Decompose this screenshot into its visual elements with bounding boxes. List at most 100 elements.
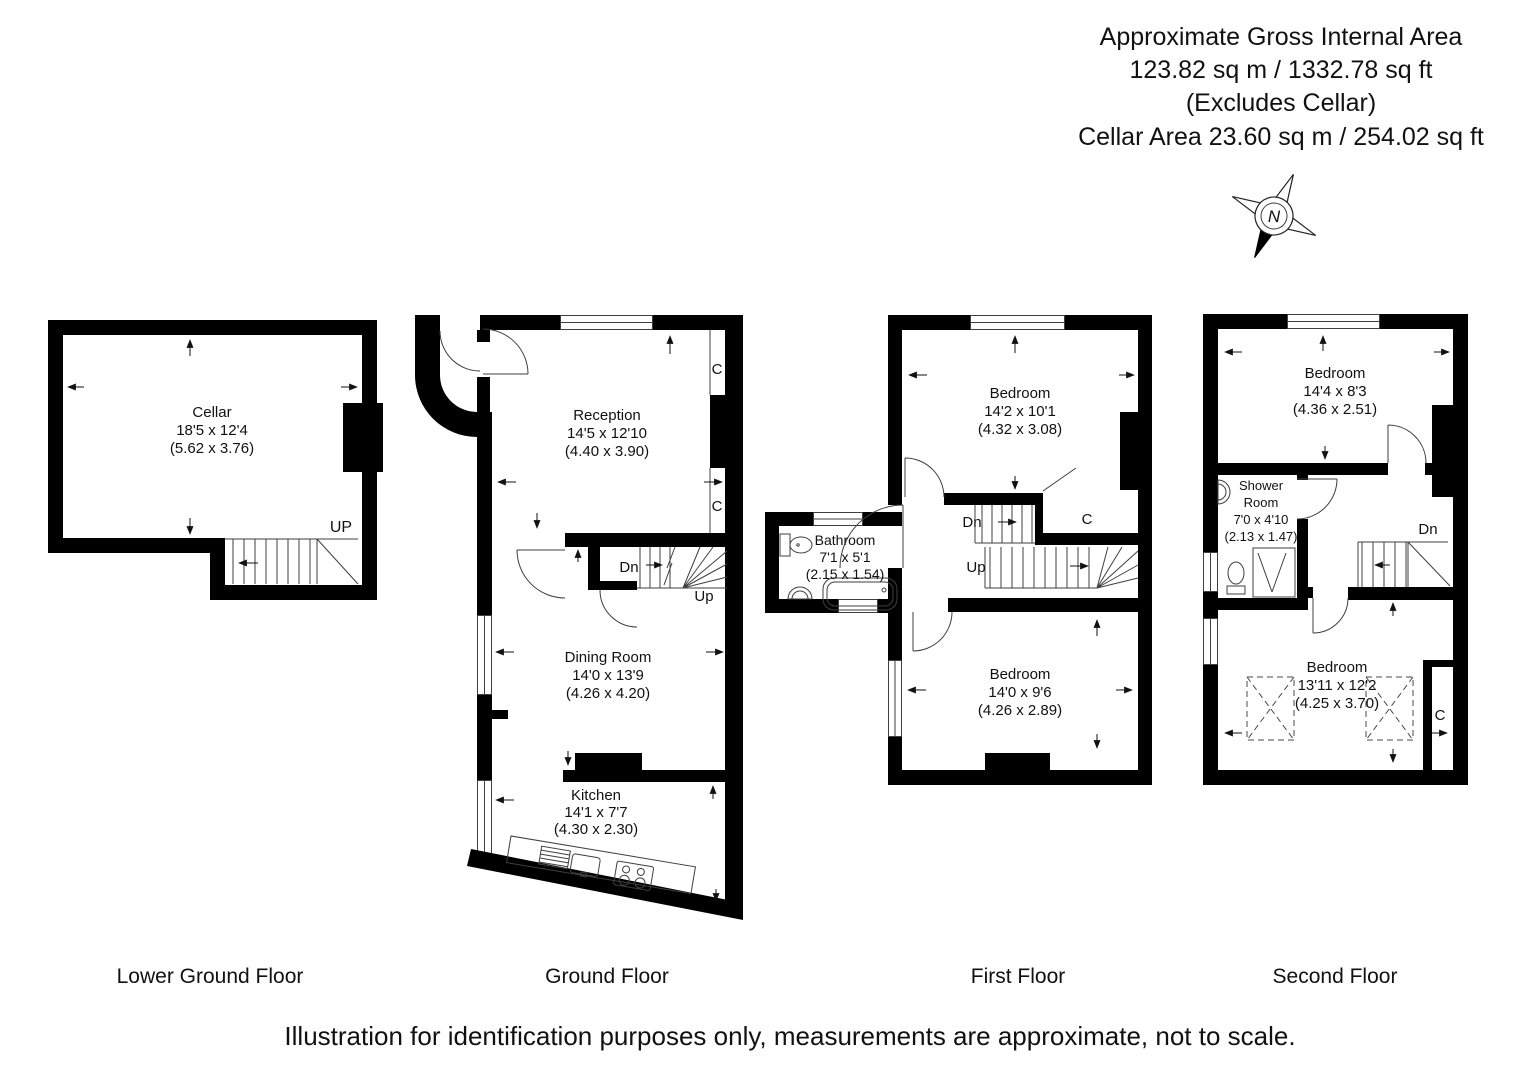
compass-icon: N <box>1231 173 1317 258</box>
cellar-stairs-up-label: UP <box>330 519 352 536</box>
floor-plan-second: Bedroom 14'4 x 8'3 (4.36 x 2.51) Shower … <box>1203 314 1468 785</box>
ff-chimney-breast-bottom <box>985 753 1050 770</box>
caption-ground: Ground Floor <box>545 965 669 988</box>
sf-stairs-dn <box>1357 541 1451 587</box>
sf-bedroom-back-door <box>1312 597 1349 634</box>
ff-bathtub-inner <box>826 581 894 607</box>
caption-first: First Floor <box>971 965 1066 988</box>
ff-wall-top-a <box>888 315 970 330</box>
sf-wall-right <box>1453 314 1468 785</box>
sf-landing-wall-stub <box>1297 587 1313 598</box>
ff-bedroom-back-metric: (4.26 x 2.89) <box>978 702 1062 719</box>
ff-bathroom-wall-bottom-a <box>765 599 838 613</box>
header-cellar-area: Cellar Area 23.60 sq m / 254.02 sq ft <box>1078 123 1484 151</box>
gf-divider-dining-kitchen <box>563 770 727 782</box>
gf-stairs <box>637 546 728 589</box>
ff-toilet-detail <box>796 543 800 547</box>
sf-toilet-bowl <box>1227 561 1245 585</box>
sf-closet-label: C <box>1435 707 1446 724</box>
gf-wall-bottom-slanted <box>467 849 743 920</box>
ff-bedroom-front-name: Bedroom <box>990 385 1051 402</box>
sf-restricted-height-x-1 <box>1246 676 1295 741</box>
ff-divider-bedroom <box>944 493 1043 505</box>
cellar-wall-bottom <box>48 538 225 553</box>
ff-closet-wall-left <box>1035 493 1043 545</box>
ff-bathroom-metric: (2.15 x 1.54) <box>806 566 885 582</box>
hob-burner-1 <box>622 865 631 874</box>
sf-closet-wall-top <box>1423 660 1453 667</box>
sf-divider-a <box>1203 463 1388 475</box>
ff-bedroom-front-door <box>904 457 945 498</box>
sf-restricted-height-box-2 <box>1365 676 1414 741</box>
sf-basin <box>1217 479 1231 505</box>
cellar-stair-wall-left <box>210 538 225 600</box>
sf-bedroom-back-metric: (4.25 x 3.70) <box>1295 695 1379 712</box>
sf-restricted-height-box-1 <box>1246 676 1295 741</box>
sf-bedroom-front-metric: (4.36 x 2.51) <box>1293 401 1377 418</box>
gf-stairs-dn-label: Dn <box>619 559 638 576</box>
gf-porch-inner-wall-a <box>477 330 490 342</box>
cellar-chimney-breast <box>343 403 383 472</box>
dining-dims-metric: (4.26 x 4.20) <box>566 685 650 702</box>
ff-bedroom-back-imperial: 14'0 x 9'6 <box>988 684 1051 701</box>
sf-bedroom-front-imperial: 14'4 x 8'3 <box>1303 383 1366 400</box>
hob-burner-2 <box>636 867 645 876</box>
ff-stairs-up-label: Up <box>966 559 985 576</box>
sf-chimney-breast-right <box>1432 405 1453 497</box>
ff-bedroom-back-name: Bedroom <box>990 666 1051 683</box>
caption-lower-ground: Lower Ground Floor <box>117 965 304 988</box>
header-area-summary: Approximate Gross Internal Area 123.82 s… <box>1078 23 1484 151</box>
kitchen-tap <box>579 871 588 878</box>
sf-stairs-dn-label: Dn <box>1418 521 1437 538</box>
gf-dining-chimney-breast <box>575 753 642 770</box>
ff-bathtub <box>822 577 898 611</box>
header-area-total: 123.82 sq m / 1332.78 sq ft <box>1130 56 1433 84</box>
gf-porch-curved-wall <box>415 375 477 437</box>
gf-kitchen-counter <box>505 835 697 895</box>
reception-dims-imperial: 14'5 x 12'10 <box>567 425 647 442</box>
sf-bedroom-front-door <box>1387 424 1427 464</box>
sf-divider-b <box>1425 463 1453 475</box>
ff-hall-wall-bottom <box>948 598 1152 612</box>
ff-closet-door-line <box>1042 467 1077 492</box>
cellar-stairs <box>225 538 359 585</box>
sf-shower-metric: (2.13 x 1.47) <box>1225 529 1298 544</box>
ff-wall-left-a <box>888 613 902 660</box>
header-title: Approximate Gross Internal Area <box>1100 23 1463 51</box>
floor-plan-lower-ground: Cellar 18'5 x 12'4 (5.62 x 3.76) UP <box>48 320 383 600</box>
hob-burner-4 <box>634 877 646 889</box>
gf-porch-wall <box>415 315 440 375</box>
ff-toilet-cistern <box>779 533 791 557</box>
gf-wall-top-b <box>653 315 743 330</box>
sf-closet-wall <box>1423 660 1432 770</box>
reception-name: Reception <box>573 407 641 424</box>
sf-shower-wall-bottom <box>1218 598 1308 610</box>
kitchen-drainer <box>538 845 571 870</box>
ff-toilet-bowl <box>789 536 813 554</box>
gf-wall-left-b <box>477 695 492 780</box>
cellar-stair-wall-bottom <box>210 585 377 600</box>
sf-bedroom-front-name: Bedroom <box>1305 365 1366 382</box>
cellar-name: Cellar <box>192 404 231 421</box>
caption-second: Second Floor <box>1273 965 1398 988</box>
ff-bathroom-wall-left <box>765 512 779 613</box>
kitchen-dims-metric: (4.30 x 2.30) <box>554 821 638 838</box>
compass-inner-circle <box>1260 202 1288 230</box>
ff-closet-wall-bottom <box>1035 533 1152 545</box>
kitchen-sink <box>569 853 601 877</box>
sf-wall-left-mid <box>1203 592 1218 618</box>
kitchen-drainer-lines <box>539 849 570 868</box>
ff-bedroom-back-door <box>912 611 953 652</box>
gf-reception-door <box>482 328 529 375</box>
gf-dining-door <box>516 549 566 599</box>
ff-closet-label: C <box>1082 511 1093 528</box>
sf-wall-left-bottom <box>1203 665 1218 785</box>
sf-window-shower-lines <box>1203 552 1218 592</box>
sf-shower-name-1: Shower <box>1239 478 1284 493</box>
ff-window-top-lines <box>970 315 1065 330</box>
gf-window-left-2-lines <box>477 780 492 858</box>
ff-bathroom-name: Bathroom <box>815 532 876 548</box>
gf-wall-right <box>725 315 743 907</box>
